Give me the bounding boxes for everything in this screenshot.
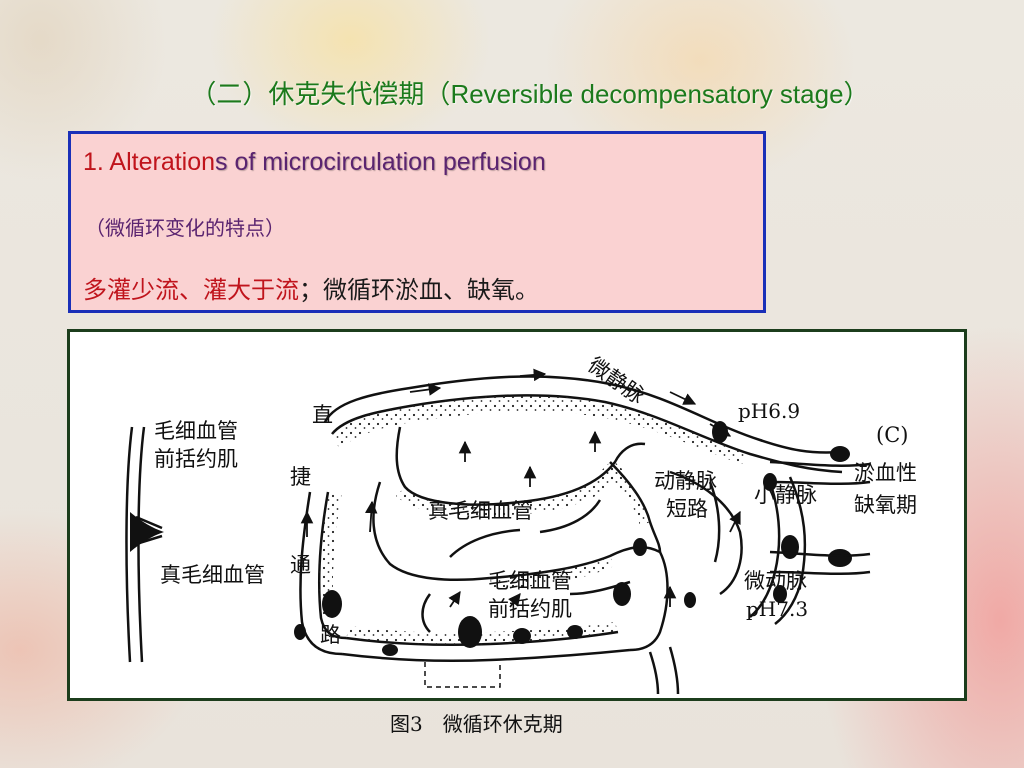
label-thoroughfare-3: 通 [290, 553, 311, 577]
small-vein-vessel [769, 460, 871, 576]
panel-feature-line: 多灌少流、灌大于流；微循环淤血、缺氧。 [83, 270, 539, 305]
microcirculation-diagram: 毛细血管 前括约肌 真毛细血管 直 捷 通 路 真毛细血管 毛细血管 前括约肌 … [67, 329, 967, 701]
flow-arrows [300, 368, 741, 608]
diagram-drawing [125, 368, 871, 695]
label-stage-name-1: 淤血性 [854, 461, 917, 485]
figure-caption: 图3 微循环休克期 [390, 712, 563, 736]
label-av-shunt-2: 短路 [666, 497, 708, 521]
heading-number: 1. [83, 148, 110, 176]
slide-title: （二）休克失代偿期（Reversible decompensatory stag… [60, 74, 1000, 111]
panel-subheading: （微循环变化的特点） [85, 216, 285, 240]
slide-title-close: ） [843, 80, 870, 110]
label-thoroughfare-4: 路 [320, 623, 341, 647]
slide-title-cn: （二）休克失代偿期（ [190, 80, 451, 110]
label-precap-sphincter-center-1: 毛细血管 [488, 569, 572, 593]
label-true-capillary-center: 真毛细血管 [428, 499, 533, 523]
label-arteriole: 微动脉 [744, 569, 807, 593]
left-sphincter-mark [130, 512, 164, 552]
dashed-region [424, 662, 501, 688]
heading-red-part: Alteration [109, 148, 216, 176]
feature-red-part: 多灌少流、灌大于流 [83, 276, 299, 304]
panel-heading: 1. Alterations of microcirculation perfu… [83, 148, 546, 177]
slide-title-en: Reversible decompensatory stage [450, 79, 844, 109]
feature-black-part: ；微循环淤血、缺氧。 [299, 276, 539, 304]
heading-purple-part: s of microcirculation perfusion [215, 148, 546, 176]
label-ph-venous: pH6.9 [738, 399, 801, 423]
label-av-shunt-1: 动静脉 [654, 469, 717, 493]
label-thoroughfare-2: 捷 [290, 465, 311, 489]
label-precap-sphincter-center-2: 前括约肌 [488, 597, 572, 621]
label-small-vein: 小静脉 [754, 483, 817, 507]
label-precap-sphincter-left-1: 毛细血管 [154, 419, 238, 443]
label-ph-arterial: pH7.3 [746, 597, 809, 621]
stagnant-blood-dots [319, 395, 750, 645]
label-stage-letter: (C) [876, 423, 909, 447]
label-true-capillary-left: 真毛细血管 [160, 563, 265, 587]
definition-panel: 1. Alterations of microcirculation perfu… [68, 131, 766, 313]
label-thoroughfare-1: 直 [312, 403, 333, 427]
label-precap-sphincter-left-2: 前括约肌 [154, 447, 238, 471]
label-stage-name-2: 缺氧期 [854, 493, 917, 517]
